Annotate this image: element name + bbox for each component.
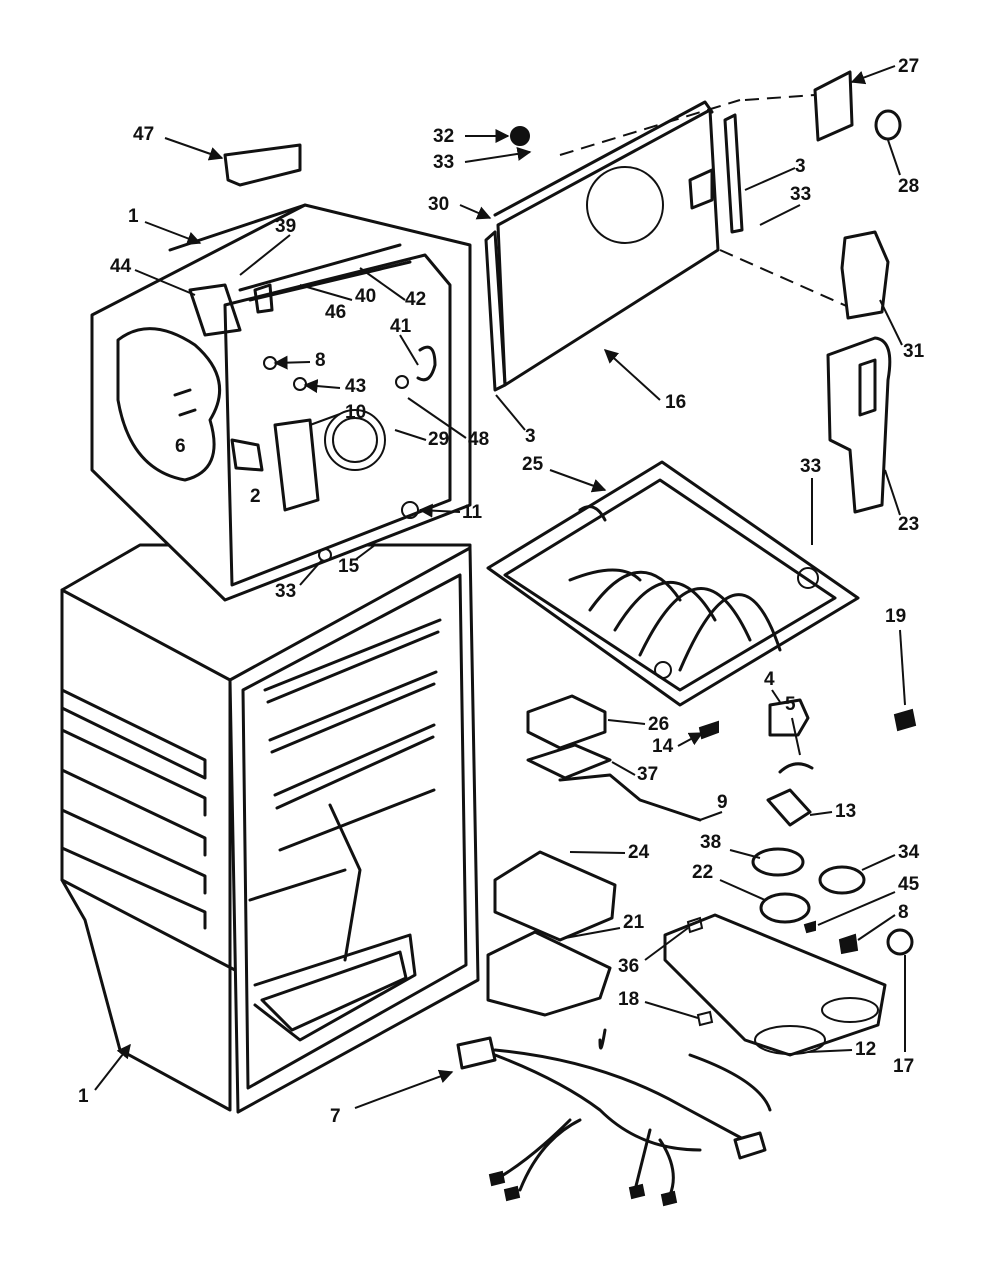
- callout-label: 2: [250, 486, 261, 507]
- top-panel-assembly: [484, 94, 861, 392]
- callout-label: 45: [898, 874, 920, 895]
- part-12-housing: [663, 913, 887, 1057]
- callout-label: 26: [648, 714, 669, 735]
- part-24: [493, 850, 617, 942]
- part-32-screw: [510, 126, 530, 146]
- part-47: [223, 143, 302, 187]
- drip-tray: [486, 460, 860, 707]
- callout-label: 46: [325, 302, 346, 323]
- callout-label: 13: [835, 801, 856, 822]
- callout-label: 21: [623, 912, 645, 933]
- callout-label: 31: [903, 341, 925, 362]
- part-13: [766, 788, 812, 827]
- callout-label: 6: [175, 436, 186, 457]
- callout-label: 33: [433, 152, 454, 173]
- part-9-rod: [558, 773, 702, 822]
- part-38: [751, 847, 805, 877]
- freezer-liner: [90, 203, 472, 602]
- callout-label: 33: [790, 184, 811, 205]
- part-4: [768, 698, 810, 737]
- part-28-knob: [874, 109, 902, 141]
- part-18: [696, 1010, 714, 1027]
- part-27-bracket: [813, 70, 854, 142]
- callout-label: 38: [700, 832, 721, 853]
- callout-label: 19: [885, 606, 906, 627]
- callout-label: 39: [275, 216, 296, 237]
- callout-label: 11: [462, 502, 483, 523]
- part-45: [803, 920, 816, 934]
- callout-label: 42: [405, 289, 426, 310]
- callout-label: 16: [665, 392, 686, 413]
- callout-label: 12: [855, 1039, 876, 1060]
- callout-label: 29: [428, 429, 449, 450]
- callout-label: 36: [618, 956, 639, 977]
- callout-label: 43: [345, 376, 366, 397]
- callout-label: 28: [898, 176, 919, 197]
- callout-label: 41: [390, 316, 412, 337]
- part-26: [526, 694, 607, 750]
- callout-label: 7: [330, 1106, 341, 1127]
- wire-harness: [456, 1028, 772, 1207]
- callout-label: 1: [128, 206, 139, 227]
- callout-label: 3: [525, 426, 536, 447]
- part-21: [486, 930, 612, 1017]
- part-37: [526, 743, 612, 780]
- callout-label: 8: [315, 350, 326, 371]
- part-8: [838, 933, 859, 955]
- part-19: [893, 708, 917, 732]
- callout-label: 5: [785, 694, 796, 715]
- callout-label: 44: [110, 256, 132, 277]
- callout-group: 47 1 39 44 40 46 42 41 8 43 6 10 2 29 48…: [78, 56, 925, 1127]
- callout-label: 34: [898, 842, 920, 863]
- callout-label: 25: [522, 454, 544, 475]
- part-22: [759, 892, 811, 924]
- callout-label: 33: [275, 581, 296, 602]
- part-34: [818, 865, 866, 895]
- callout-label: 27: [898, 56, 919, 77]
- callout-label: 30: [428, 194, 449, 215]
- callout-label: 14: [652, 736, 674, 757]
- part-5: [778, 762, 814, 774]
- callout-label: 9: [717, 792, 728, 813]
- callout-label: 24: [628, 842, 650, 863]
- part-17: [886, 928, 914, 956]
- callout-label: 3: [795, 156, 806, 177]
- callout-label: 32: [433, 126, 454, 147]
- part-14: [698, 720, 719, 740]
- callout-label: 1: [78, 1086, 89, 1107]
- callout-label: 22: [692, 862, 713, 883]
- part-36: [686, 916, 704, 934]
- part-31: [840, 230, 890, 320]
- callout-label: 17: [893, 1056, 914, 1077]
- callout-label: 10: [345, 402, 366, 423]
- callout-label: 15: [338, 556, 360, 577]
- callout-label: 48: [468, 429, 489, 450]
- callout-label: 23: [898, 514, 919, 535]
- callout-label: 8: [898, 902, 909, 923]
- callout-label: 33: [800, 456, 821, 477]
- callout-label: 4: [764, 669, 775, 690]
- callout-label: 18: [618, 989, 639, 1010]
- callout-label: 40: [355, 286, 376, 307]
- callout-label: 37: [637, 764, 658, 785]
- callout-label: 47: [133, 124, 154, 145]
- cabinet-body: [60, 543, 480, 1114]
